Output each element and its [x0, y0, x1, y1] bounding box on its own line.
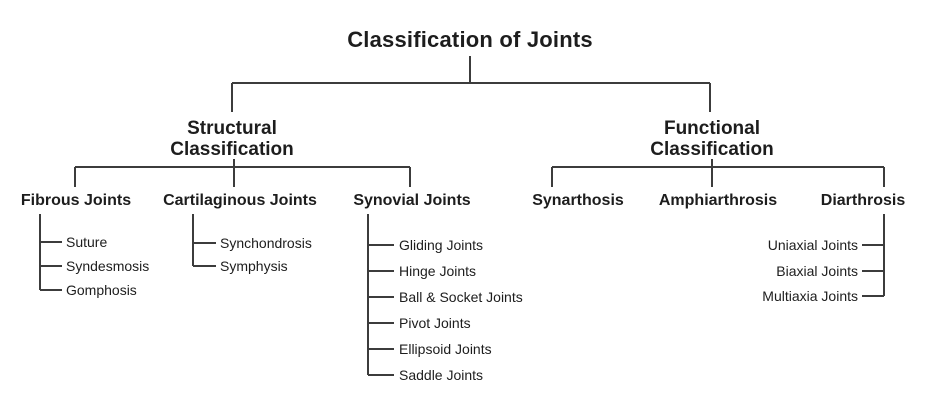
connector-fibrous — [39, 214, 62, 291]
category-diarthrosis: Diarthrosis — [820, 192, 906, 209]
category-cartilaginous-joints: Cartilaginous Joints — [163, 192, 317, 209]
leaf-saddle-joints: Saddle Joints — [399, 367, 484, 383]
leaf-uniaxial-joints: Uniaxial Joints — [767, 237, 858, 253]
leaf-suture: Suture — [66, 234, 108, 250]
leaf-symphysis: Symphysis — [220, 258, 288, 274]
structural-classification-label: Structural Classification — [170, 118, 294, 160]
leaf-ball-socket-joints: Ball & Socket Joints — [399, 289, 523, 305]
category-amphiarthrosis: Amphiarthrosis — [658, 192, 778, 209]
connector-title — [231, 56, 711, 112]
leaf-syndesmosis: Syndesmosis — [66, 258, 150, 274]
structural-label-line1: Structural — [187, 118, 277, 139]
leaf-hinge-joints: Hinge Joints — [399, 263, 477, 279]
leaf-gliding-joints: Gliding Joints — [399, 237, 484, 253]
leaf-synchondrosis: Synchondrosis — [220, 235, 312, 251]
category-fibrous-joints: Fibrous Joints — [20, 192, 132, 209]
diagram-title: Classification of Joints — [347, 27, 593, 52]
functional-label-line2: Classification — [650, 139, 774, 160]
functional-classification-label: Functional Classification — [650, 118, 774, 160]
leaf-multiaxia-joints: Multiaxia Joints — [762, 288, 858, 304]
leaf-ellipsoid-joints: Ellipsoid Joints — [399, 341, 492, 357]
connector-functional — [551, 159, 885, 187]
leaf-gomphosis: Gomphosis — [66, 282, 137, 298]
structural-label-line2: Classification — [170, 139, 294, 160]
connector-cartilaginous — [192, 214, 216, 267]
connector-diarthrosis — [862, 214, 885, 297]
connector-synovial — [367, 214, 394, 376]
leaf-pivot-joints: Pivot Joints — [399, 315, 471, 331]
functional-label-line1: Functional — [663, 118, 761, 139]
category-synarthosis: Synarthosis — [532, 192, 624, 209]
category-synovial-joints: Synovial Joints — [353, 192, 471, 209]
leaf-biaxial-joints: Biaxial Joints — [776, 263, 858, 279]
connector-structural — [74, 159, 411, 187]
